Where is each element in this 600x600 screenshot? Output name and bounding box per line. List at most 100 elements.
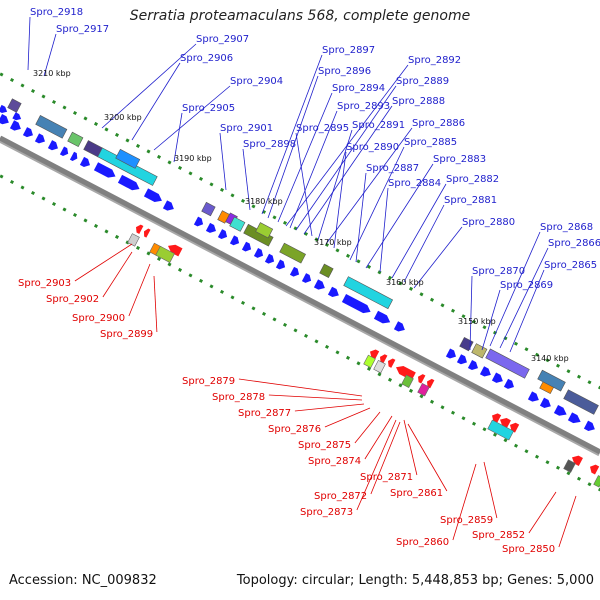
tick-mark-inner bbox=[114, 234, 120, 239]
forward-cds-arrow bbox=[479, 366, 491, 377]
label-leader-line bbox=[325, 127, 413, 245]
label-leader-line bbox=[27, 16, 31, 71]
label-leader-line bbox=[173, 112, 183, 163]
label-leader-line bbox=[509, 269, 545, 353]
gene-label-reverse: Spro_2872 bbox=[314, 491, 367, 502]
tick-mark-outer bbox=[566, 369, 571, 374]
gene-label-reverse: Spro_2902 bbox=[46, 294, 99, 305]
tick-mark-outer bbox=[366, 264, 372, 269]
gene-label-reverse: Spro_2900 bbox=[72, 313, 125, 324]
reverse-domain-block bbox=[155, 245, 175, 263]
reverse-cds-arrow bbox=[427, 378, 435, 389]
label-leader-line bbox=[102, 251, 133, 298]
forward-cds-arrow bbox=[143, 188, 162, 202]
forward-cds-arrow bbox=[275, 259, 286, 270]
tick-mark-outer bbox=[597, 385, 600, 390]
forward-domain-block bbox=[471, 343, 488, 359]
gene-label-reverse: Spro_2873 bbox=[300, 507, 353, 518]
label-leader-line bbox=[481, 289, 501, 351]
gene-label-reverse: Spro_2878 bbox=[212, 392, 265, 403]
tick-mark-outer bbox=[20, 83, 25, 88]
tick-mark-inner bbox=[335, 350, 340, 355]
label-leader-line bbox=[219, 132, 227, 191]
gene-label-reverse: Spro_2861 bbox=[390, 488, 443, 499]
gene-label-forward: Spro_2905 bbox=[182, 103, 235, 114]
gene-label-forward: Spro_2866 bbox=[548, 238, 600, 249]
gene-label-reverse: Spro_2850 bbox=[502, 544, 555, 555]
label-leader-line bbox=[469, 275, 473, 351]
reverse-cds-arrow bbox=[168, 244, 183, 257]
label-leader-line bbox=[355, 172, 367, 263]
gene-label-reverse: Spro_2903 bbox=[18, 278, 71, 289]
reverse-cds-arrow bbox=[136, 224, 144, 234]
forward-domain-block bbox=[485, 348, 530, 379]
forward-domain-block bbox=[67, 131, 84, 148]
gene-label-forward: Spro_2886 bbox=[412, 118, 465, 129]
gene-label-reverse: Spro_2877 bbox=[238, 408, 291, 419]
tick-mark-outer bbox=[471, 319, 477, 324]
forward-domain-block bbox=[459, 336, 474, 352]
tick-mark-outer bbox=[51, 99, 57, 104]
forward-cds-arrow bbox=[445, 348, 456, 359]
forward-cds-arrow bbox=[9, 120, 21, 131]
tick-mark-inner bbox=[240, 300, 246, 305]
gene-label-forward: Spro_2918 bbox=[30, 7, 83, 18]
tick-mark-outer bbox=[534, 352, 540, 357]
forward-cds-arrow bbox=[229, 235, 240, 246]
tick-mark-outer bbox=[104, 127, 109, 132]
tick-mark-outer bbox=[251, 204, 256, 209]
tick-mark-outer bbox=[198, 176, 204, 181]
tick-mark-inner bbox=[461, 416, 466, 421]
gene-label-forward: Spro_2870 bbox=[472, 266, 525, 277]
forward-domain-block bbox=[35, 115, 68, 139]
tick-mark-outer bbox=[345, 253, 351, 258]
forward-cds-arrow bbox=[456, 354, 467, 365]
reverse-domain-block bbox=[487, 419, 514, 441]
gene-label-forward: Spro_2897 bbox=[322, 45, 375, 56]
tick-mark-inner bbox=[272, 317, 277, 322]
reverse-domain-block bbox=[401, 374, 414, 388]
tick-mark-inner bbox=[513, 443, 519, 448]
tick-mark-outer bbox=[230, 193, 235, 198]
tick-mark-outer bbox=[576, 374, 582, 379]
gene-label-forward: Spro_2894 bbox=[332, 83, 385, 94]
label-leader-line bbox=[333, 151, 347, 249]
tick-mark-outer bbox=[408, 286, 414, 291]
forward-domain-block bbox=[537, 369, 566, 392]
label-leader-line bbox=[153, 85, 231, 151]
tick-mark-inner bbox=[366, 366, 372, 371]
label-leader-line bbox=[324, 407, 371, 428]
gene-label-forward: Spro_2904 bbox=[230, 76, 283, 87]
label-leader-line bbox=[403, 419, 418, 476]
tick-mark-outer bbox=[482, 325, 487, 330]
label-leader-line bbox=[268, 394, 363, 401]
tick-mark-outer bbox=[135, 143, 141, 148]
tick-mark-inner bbox=[209, 284, 214, 289]
reverse-cds-arrow bbox=[590, 464, 600, 475]
tick-mark-outer bbox=[461, 314, 466, 319]
tick-mark-outer bbox=[0, 72, 4, 77]
tick-mark-inner bbox=[156, 256, 162, 261]
label-leader-line bbox=[101, 43, 197, 129]
tick-mark-inner bbox=[251, 306, 256, 311]
gene-label-forward: Spro_2884 bbox=[388, 178, 441, 189]
tick-mark-outer bbox=[440, 303, 445, 308]
tick-mark-outer bbox=[450, 308, 456, 313]
tick-mark-outer bbox=[146, 149, 151, 154]
gene-label-forward: Spro_2865 bbox=[544, 260, 597, 271]
tick-mark-outer bbox=[167, 160, 172, 165]
tick-mark-inner bbox=[471, 421, 477, 426]
label-leader-line bbox=[128, 263, 151, 317]
tick-mark-inner bbox=[408, 388, 414, 393]
tick-mark-outer bbox=[387, 275, 393, 280]
tick-mark-inner bbox=[503, 438, 508, 443]
tick-mark-inner bbox=[377, 372, 382, 377]
tick-mark-inner bbox=[146, 251, 151, 256]
forward-domain-block bbox=[229, 216, 246, 232]
reverse-domain-block bbox=[127, 233, 140, 247]
forward-cds-arrow bbox=[567, 412, 581, 424]
gene-label-reverse: Spro_2874 bbox=[308, 456, 361, 467]
tick-mark-inner bbox=[303, 333, 309, 338]
tick-mark-outer bbox=[9, 77, 15, 83]
tick-mark-inner bbox=[135, 245, 141, 250]
